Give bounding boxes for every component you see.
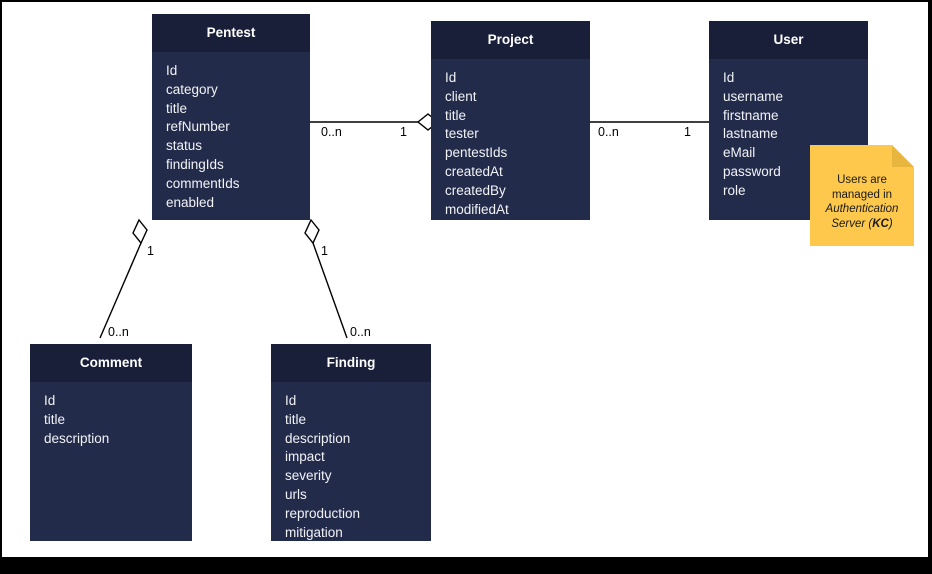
attribute-row: reproduction [285, 505, 361, 521]
note-line-2: managed in [831, 188, 893, 201]
association-lines [99, 113, 709, 339]
attribute-row: refNumber [166, 119, 230, 135]
attribute-row: Id [166, 63, 178, 78]
attribute-row: createdAt [445, 163, 503, 179]
note-line-4-suffix: ) [888, 217, 893, 230]
note-line-1: Users are [837, 174, 887, 186]
attribute-row: findingIds [166, 156, 224, 172]
attribute-row: description [285, 430, 351, 446]
attribute-row: eMail [723, 145, 756, 161]
attribute-row: title [166, 100, 188, 116]
link-pentest-comment [99, 242, 142, 339]
attribute-row: impact [285, 449, 325, 465]
attribute-row: severity [285, 468, 332, 484]
class-title-project: Project [431, 21, 590, 59]
class-attributes-project: Id client title tester pentestIds create… [431, 59, 590, 219]
attribute-row: description [44, 430, 110, 446]
note-text: Users are managed in Authentication Serv… [810, 145, 914, 239]
multiplicity-pentest-comment-to: 0..n [108, 325, 129, 339]
attribute-row: lastname [723, 126, 778, 142]
attribute-row: enabled [166, 194, 215, 210]
attribute-row: createdBy [445, 182, 506, 198]
attribute-row: title [445, 107, 467, 123]
attribute-row: Id [44, 393, 56, 408]
attribute-row: pentestIds [445, 145, 508, 161]
attribute-row: status [166, 138, 203, 154]
attribute-row: mitigation [285, 524, 343, 540]
class-attributes-comment: Id title description [30, 382, 192, 448]
attribute-row: tester [445, 126, 479, 142]
aggregation-diamond-pentest-comment [132, 218, 148, 245]
sticky-note-users[interactable]: Users are managed in Authentication Serv… [810, 145, 914, 246]
class-attributes-user: Id username firstname lastname eMail pas… [709, 59, 868, 201]
link-pentest-finding [312, 242, 348, 339]
multiplicity-pentest-comment-from: 1 [147, 244, 154, 258]
attribute-row: Id [285, 393, 297, 408]
diagram-sheet: 0..n 1 0..n 1 1 0..n 1 0..n Pentest Id c… [2, 2, 928, 557]
attribute-row: commentIds [166, 175, 240, 191]
multiplicity-pentest-finding-from: 1 [321, 244, 328, 258]
multiplicity-pentest-finding-to: 0..n [350, 325, 371, 339]
class-title-user: User [709, 21, 868, 59]
attribute-row: Id [723, 70, 735, 85]
multiplicity-pentest-project-to: 1 [400, 125, 407, 139]
class-attributes-finding: Id title description impact severity url… [271, 382, 431, 542]
class-box-project[interactable]: Project Id client title tester pentestId… [431, 21, 590, 220]
class-attributes-pentest: Id category title refNumber status findi… [152, 52, 310, 212]
class-title-finding: Finding [271, 344, 431, 382]
attribute-row: title [285, 411, 307, 427]
class-title-comment: Comment [30, 344, 192, 382]
attribute-row: modifiedAt [445, 201, 509, 217]
attribute-row: urls [285, 486, 307, 502]
class-box-finding[interactable]: Finding Id title description impact seve… [271, 344, 431, 541]
attribute-row: role [723, 182, 746, 198]
class-box-comment[interactable]: Comment Id title description [30, 344, 192, 541]
attribute-row: username [723, 88, 784, 104]
attribute-row: password [723, 163, 781, 179]
note-line-3: Authentication [825, 203, 899, 215]
multiplicity-pentest-project-from: 0..n [321, 125, 342, 139]
attribute-row: category [166, 81, 218, 97]
multiplicity-project-user-to: 1 [684, 125, 691, 139]
attribute-row: client [445, 88, 477, 104]
note-line-4-prefix: Server ( [831, 217, 873, 230]
attribute-row: firstname [723, 107, 779, 123]
multiplicity-project-user-from: 0..n [598, 125, 619, 139]
attribute-row: Id [445, 70, 457, 85]
attribute-row: title [44, 411, 66, 427]
aggregation-diamond-pentest-finding [304, 218, 320, 245]
class-title-pentest: Pentest [152, 14, 310, 52]
class-box-pentest[interactable]: Pentest Id category title refNumber stat… [152, 14, 310, 220]
note-line-4-bold: KC [872, 217, 889, 230]
